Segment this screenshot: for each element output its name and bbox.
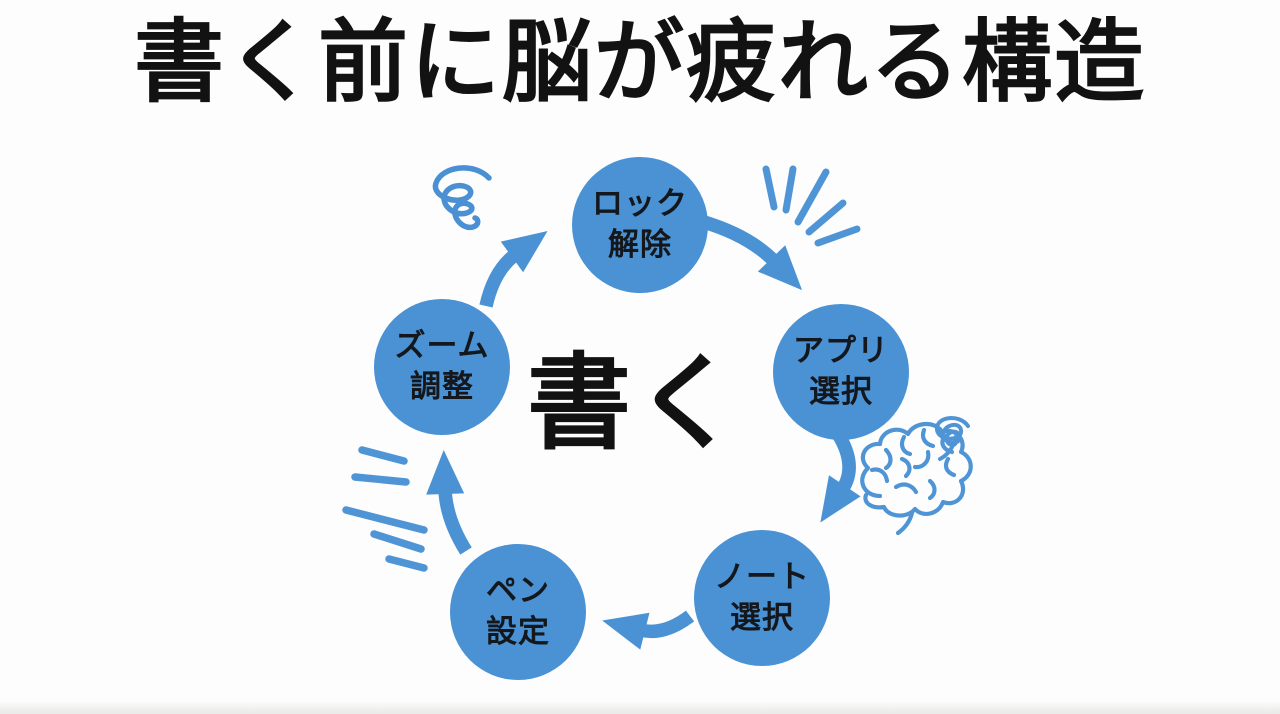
cycle-step-unlock: ロック 解除: [572, 157, 708, 293]
arrow-unlock-to-app: [702, 215, 803, 291]
emphasis-burst-top-right-icon: [762, 165, 861, 247]
brain-icon: [860, 421, 973, 536]
cycle-center-label: 書く: [526, 346, 743, 462]
cycle-step-label: ロック 解除: [592, 186, 688, 262]
cycle-step-app-select: アプリ 選択: [773, 304, 909, 440]
arrow-zoom-to-unlock: [479, 231, 548, 308]
bottom-artifact-band: [0, 701, 1280, 714]
cycle-step-zoom-adjust: ズーム 調整: [374, 299, 510, 435]
cycle-step-label: ズーム 調整: [394, 328, 490, 404]
cycle-step-label: ノート 選択: [714, 559, 810, 635]
cycle-step-note-select: ノート 選択: [694, 530, 830, 666]
dizzy-spiral-icon: [935, 416, 970, 461]
confusion-scribble-icon: [432, 165, 492, 231]
cycle-step-label: アプリ 選択: [793, 333, 889, 409]
slide-title: 書く前に脳が疲れる構造: [134, 13, 1146, 113]
arrow-note-to-pen: [602, 610, 695, 650]
cycle-step-pen-settings: ペン 設定: [450, 544, 586, 680]
cycle-step-label: ペン 設定: [486, 573, 550, 649]
emphasis-burst-bottom-left-icon: [342, 446, 428, 572]
arrow-pen-to-zoom: [426, 450, 472, 555]
arrow-app-to-note: [820, 430, 861, 523]
